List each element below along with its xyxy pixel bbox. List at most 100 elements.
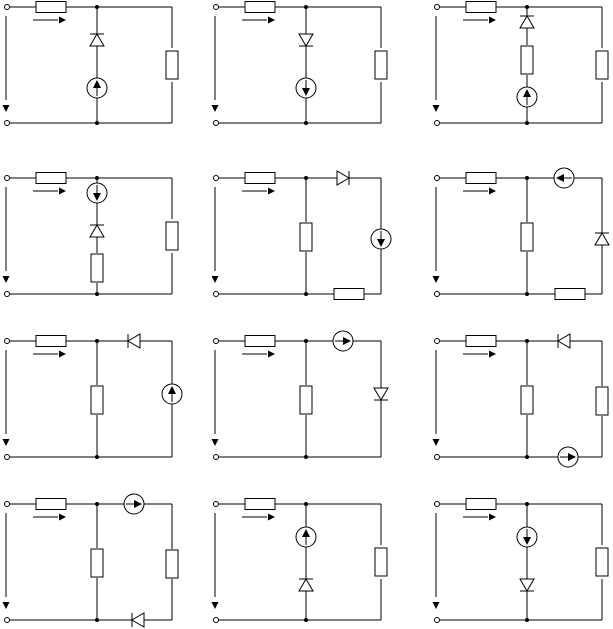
arrow-head — [168, 386, 176, 394]
current-source-down — [86, 182, 108, 204]
arrow-head — [268, 350, 275, 358]
terminal — [434, 454, 440, 460]
resistor — [595, 386, 609, 416]
terminal — [4, 501, 10, 507]
diode-left — [131, 612, 145, 628]
resistor — [554, 288, 586, 300]
arrow-head — [489, 350, 496, 358]
terminal — [434, 501, 440, 507]
diode-triangle — [89, 224, 105, 238]
terminal — [4, 120, 10, 126]
diode-left — [127, 333, 141, 349]
resistor — [595, 547, 609, 577]
arrow-head — [556, 174, 564, 182]
arrow-head — [2, 439, 10, 446]
diode-up — [519, 15, 535, 29]
terminal — [434, 617, 440, 623]
diode-up — [89, 33, 105, 47]
circuit-c9 — [432, 333, 609, 468]
circuit-c5 — [211, 170, 392, 300]
circuit-c10 — [2, 493, 179, 628]
diode-triangle — [373, 387, 389, 401]
resistor — [165, 549, 179, 579]
current-source-up — [295, 526, 317, 548]
resistor — [165, 221, 179, 251]
terminal — [213, 501, 219, 507]
arrow-head — [432, 105, 440, 112]
terminal — [213, 338, 219, 344]
arrow-head — [2, 276, 10, 283]
resistor — [333, 288, 365, 300]
current-source-down — [295, 77, 317, 99]
diode-right — [336, 170, 350, 186]
resistor — [299, 385, 313, 415]
arrow-head — [211, 439, 219, 446]
terminal — [213, 4, 219, 10]
resistor — [299, 222, 313, 252]
resistor — [90, 253, 104, 283]
diode-triangle — [557, 333, 571, 349]
terminal — [4, 4, 10, 10]
resistor — [35, 172, 67, 184]
resistor — [244, 498, 276, 510]
arrow-head — [302, 529, 310, 537]
diode-triangle — [298, 578, 314, 592]
terminal — [213, 175, 219, 181]
current-source-down — [516, 526, 538, 548]
arrow-head — [93, 193, 101, 201]
terminal — [434, 338, 440, 344]
current-source-up — [161, 383, 183, 405]
arrow-head — [489, 16, 496, 24]
terminal — [434, 4, 440, 10]
arrow-head — [432, 276, 440, 283]
resistor — [520, 45, 534, 75]
circuit-c8 — [211, 330, 389, 460]
diode-triangle — [298, 33, 314, 47]
diode-down — [519, 578, 535, 592]
arrow-head — [432, 602, 440, 609]
circuit-c12 — [432, 498, 609, 623]
resistor — [465, 335, 497, 347]
arrow-head — [134, 500, 142, 508]
circuit-c11 — [211, 498, 388, 623]
diode-triangle — [594, 232, 610, 246]
circuit-c4 — [2, 172, 179, 297]
arrow-head — [59, 513, 66, 521]
resistor — [374, 547, 388, 577]
circuit-c6 — [432, 167, 610, 300]
terminal — [4, 454, 10, 460]
terminal — [4, 291, 10, 297]
arrow-head — [211, 276, 219, 283]
resistor — [520, 222, 534, 252]
terminal — [213, 617, 219, 623]
arrow-head — [302, 88, 310, 96]
arrow-head — [489, 187, 496, 195]
terminal — [213, 454, 219, 460]
diode-triangle — [127, 333, 141, 349]
current-source-up — [516, 86, 538, 108]
diode-down — [373, 387, 389, 401]
diode-up — [594, 232, 610, 246]
circuit-c7 — [2, 333, 183, 460]
resistor — [35, 335, 67, 347]
terminal — [4, 338, 10, 344]
circuit-c3 — [432, 1, 609, 126]
arrow-head — [523, 537, 531, 545]
terminal — [434, 291, 440, 297]
current-source-up — [86, 77, 108, 99]
resistor — [244, 172, 276, 184]
resistor — [244, 1, 276, 13]
terminal — [434, 175, 440, 181]
current-source-right — [332, 330, 354, 352]
resistor — [520, 385, 534, 415]
arrow-head — [268, 187, 275, 195]
resistor — [244, 335, 276, 347]
diode-triangle — [89, 33, 105, 47]
resistor — [465, 172, 497, 184]
arrow-head — [59, 16, 66, 24]
terminal — [213, 120, 219, 126]
current-source-right — [123, 493, 145, 515]
resistor — [35, 1, 67, 13]
terminal — [434, 120, 440, 126]
